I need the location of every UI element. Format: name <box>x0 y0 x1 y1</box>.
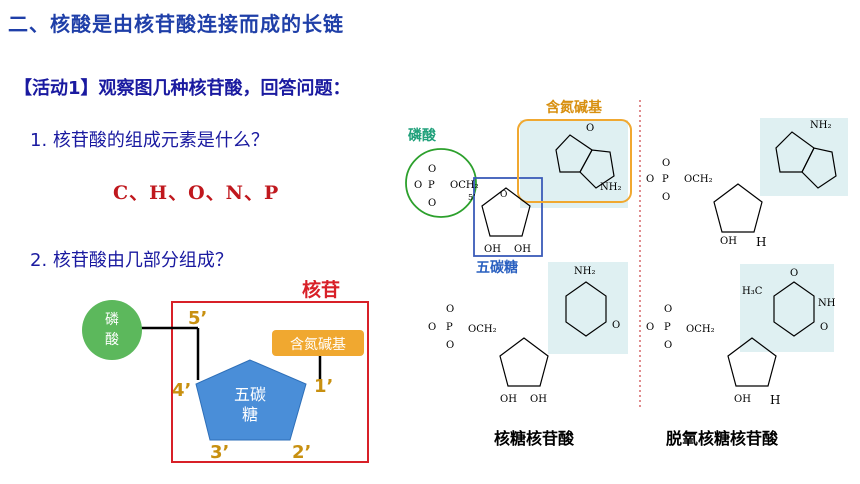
atom-5: 5’ <box>468 193 476 202</box>
nucleoside-box <box>171 301 369 463</box>
pos-4: 4’ <box>172 380 191 401</box>
atom-och2: OCH₂ <box>450 180 479 191</box>
atom-och2: OCH₂ <box>686 324 715 335</box>
atom-och2: OCH₂ <box>684 174 713 185</box>
atom-h3c: H₃C <box>742 286 763 297</box>
atom-o: O <box>662 158 670 169</box>
pos-5: 5’ <box>188 308 207 329</box>
atom-oh: OH <box>720 236 737 247</box>
question-1: 1. 核苷酸的组成元素是什么？ <box>30 130 269 151</box>
atom-nh2: NH₂ <box>600 182 621 193</box>
atom-oh: OH <box>514 244 531 255</box>
atom-nh2: NH₂ <box>574 266 595 277</box>
atom-o: O <box>790 268 798 279</box>
atom-p: P <box>662 174 669 185</box>
nucleotide-2: O P O O OCH₂ OH H NH₂ <box>646 120 837 249</box>
answer-1: C、H、O、N、P <box>113 182 280 204</box>
atom-o: O <box>662 192 670 203</box>
nucleotide-1: O P O O OCH₂ 5’ O OH OH NH₂ O <box>414 123 621 255</box>
sugar-label-struct: 五碳糖 <box>476 259 518 276</box>
atom-oh: OH <box>500 394 517 405</box>
nucleotide-schematic: 核苷 磷 酸 含氮碱基 五碳 糖 5’ 4’ 1’ 3’ 2’ <box>82 280 369 463</box>
atom-h: H <box>770 393 780 407</box>
atom-o: O <box>428 198 436 209</box>
base-label: 含氮碱基 <box>290 336 346 353</box>
base-label-struct: 含氮碱基 <box>546 99 603 116</box>
base-panel-g <box>520 120 628 208</box>
activity-heading: 【活动1】观察图几种核苷酸，回答问题： <box>14 78 351 99</box>
atom-o: O <box>586 123 594 134</box>
atom-o: O <box>428 164 436 175</box>
base-panel-t <box>740 264 834 352</box>
base-ring <box>775 131 815 173</box>
base-ring <box>801 147 837 189</box>
sugar-pentagon <box>195 359 307 441</box>
phosphate-text-1: 磷 <box>105 312 119 328</box>
phosphate-circle <box>82 300 142 360</box>
pos-3: 3’ <box>210 442 229 463</box>
atom-o: O <box>646 174 654 185</box>
atom-nh2: NH₂ <box>810 120 831 131</box>
base-ring <box>555 134 593 173</box>
base-ring <box>579 149 615 189</box>
ring-o: O <box>500 190 507 200</box>
deoxy-caption: 脱氧核糖核苷酸 <box>666 429 779 448</box>
sugar-ring <box>713 183 763 233</box>
nucleotide-structures: 磷酸 含氮碱基 五碳糖 O P O O OCH₂ 5’ O OH OH NH₂ … <box>405 99 848 448</box>
atom-p: P <box>428 180 435 191</box>
atom-p: P <box>664 322 671 333</box>
atom-o: O <box>612 320 620 331</box>
base-highlight <box>517 119 632 203</box>
phosphate-highlight <box>405 148 477 218</box>
pos-1: 1’ <box>314 376 333 397</box>
atom-o: O <box>646 322 654 333</box>
phosphate-label: 磷酸 <box>408 127 437 144</box>
atom-o: O <box>664 304 672 315</box>
pos-2: 2’ <box>292 442 311 463</box>
atom-o: O <box>428 322 436 333</box>
nucleoside-label: 核苷 <box>302 280 340 301</box>
atom-o: O <box>414 180 422 191</box>
sugar-text-2: 糖 <box>242 405 258 424</box>
base-box <box>272 330 364 356</box>
sugar-ring <box>499 337 549 387</box>
sugar-text-1: 五碳 <box>234 385 266 404</box>
sugar-ring <box>481 187 531 237</box>
atom-o: O <box>820 322 828 333</box>
atom-oh: OH <box>484 244 501 255</box>
question-2: 2. 核苷酸由几部分组成？ <box>30 250 233 271</box>
phosphate-text-2: 酸 <box>105 332 119 348</box>
atom-oh: OH <box>530 394 547 405</box>
base-panel-a <box>760 118 848 196</box>
sugar-ring <box>727 337 777 387</box>
base-panel-c <box>548 262 628 354</box>
atom-o: O <box>446 304 454 315</box>
base-ring <box>773 281 815 337</box>
atom-och2: OCH₂ <box>468 324 497 335</box>
atom-h: H <box>756 235 766 249</box>
nucleotide-3: O P O O OCH₂ OH OH NH₂ O <box>428 266 620 405</box>
sugar-highlight <box>473 177 543 257</box>
ribo-caption: 核糖核苷酸 <box>494 429 575 448</box>
base-ring <box>565 281 607 337</box>
atom-nh: NH <box>818 298 836 309</box>
atom-p: P <box>446 322 453 333</box>
nucleotide-4: O P O O OCH₂ OH H H₃C NH O O <box>646 268 836 407</box>
atom-oh: OH <box>734 394 751 405</box>
atom-o: O <box>664 340 672 351</box>
page-title: 二、核酸是由核苷酸连接而成的长链 <box>8 12 344 36</box>
atom-o: O <box>446 340 454 351</box>
